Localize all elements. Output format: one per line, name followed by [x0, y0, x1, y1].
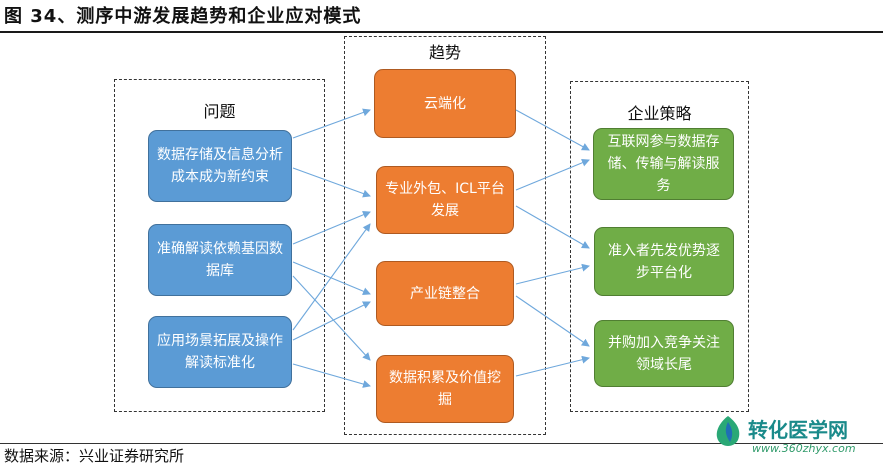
strategy-box-mna: 并购加入竞争关注领域长尾 [594, 320, 734, 387]
source-note: 数据来源：兴业证券研究所 [4, 447, 185, 465]
problem-box-database: 准确解读依赖基因数据库 [148, 224, 292, 296]
arrow-problem1-trend1 [292, 108, 371, 139]
watermark: 转化医学网 www.360zhyx.com [712, 412, 880, 462]
problem-label: 应用场景拓展及操作解读标准化 [157, 333, 283, 371]
problem-box-data-storage: 数据存储及信息分析成本成为新约束 [148, 130, 292, 202]
trend-box-outsourcing: 专业外包、ICL平台发展 [376, 166, 514, 234]
trends-label: 趋势 [428, 43, 461, 62]
arrow-problem1-trend2 [292, 167, 371, 198]
trend-label: 云端化 [424, 95, 466, 112]
watermark-url: www.360zhyx.com [752, 442, 856, 455]
trend-label: 数据积累及价值挖掘 [389, 370, 501, 408]
strategy-label: 互联网参与数据存储、传输与解读服务 [607, 134, 720, 194]
trend-label: 专业外包、ICL平台发展 [385, 181, 505, 219]
watermark-name: 转化医学网 [748, 418, 848, 442]
figure-title: 图 34、测序中游发展趋势和企业应对模式 [4, 6, 362, 27]
problem-box-standardization: 应用场景拓展及操作解读标准化 [148, 316, 292, 388]
problem-label: 准确解读依赖基因数据库 [157, 241, 283, 279]
arrow-problem2-trend3 [292, 261, 371, 296]
arrow-trend2-strategy1 [515, 158, 590, 191]
strategy-label: 准入者先发优势逐步平台化 [608, 242, 720, 281]
arrow-problem3-trend3 [292, 301, 371, 341]
problem-label: 数据存储及信息分析成本成为新约束 [157, 147, 283, 185]
title-divider [0, 31, 883, 33]
strategies-label: 企业策略 [627, 104, 692, 123]
problems-group: 问题 [114, 79, 325, 412]
arrow-problem3-trend4 [292, 363, 371, 388]
arrow-problem2-trend2 [292, 210, 371, 245]
arrow-trend2-strategy2 [515, 205, 590, 249]
arrow-trend4-strategy3 [515, 355, 590, 377]
arrow-trend3-strategy2 [515, 263, 590, 285]
arrow-problem3-trend2 [292, 223, 371, 331]
source-divider [0, 443, 883, 444]
watermark-logo-icon [716, 416, 740, 446]
strategies-group: 企业策略 [570, 81, 749, 412]
arrow-trend1-strategy1 [515, 109, 590, 151]
trend-label: 产业链整合 [410, 285, 480, 302]
strategy-box-internet: 互联网参与数据存储、传输与解读服务 [593, 128, 734, 200]
trend-box-data-value: 数据积累及价值挖掘 [376, 355, 514, 423]
arrow-trend3-strategy3 [515, 295, 590, 347]
problems-label: 问题 [203, 102, 236, 121]
trend-box-cloud: 云端化 [374, 69, 516, 138]
strategy-box-first-mover: 准入者先发优势逐步平台化 [594, 227, 734, 296]
arrow-problem2-trend4 [292, 275, 371, 361]
trends-group: 趋势 [344, 36, 546, 435]
strategy-label: 并购加入竞争关注领域长尾 [608, 334, 720, 373]
trend-box-integration: 产业链整合 [376, 261, 514, 326]
